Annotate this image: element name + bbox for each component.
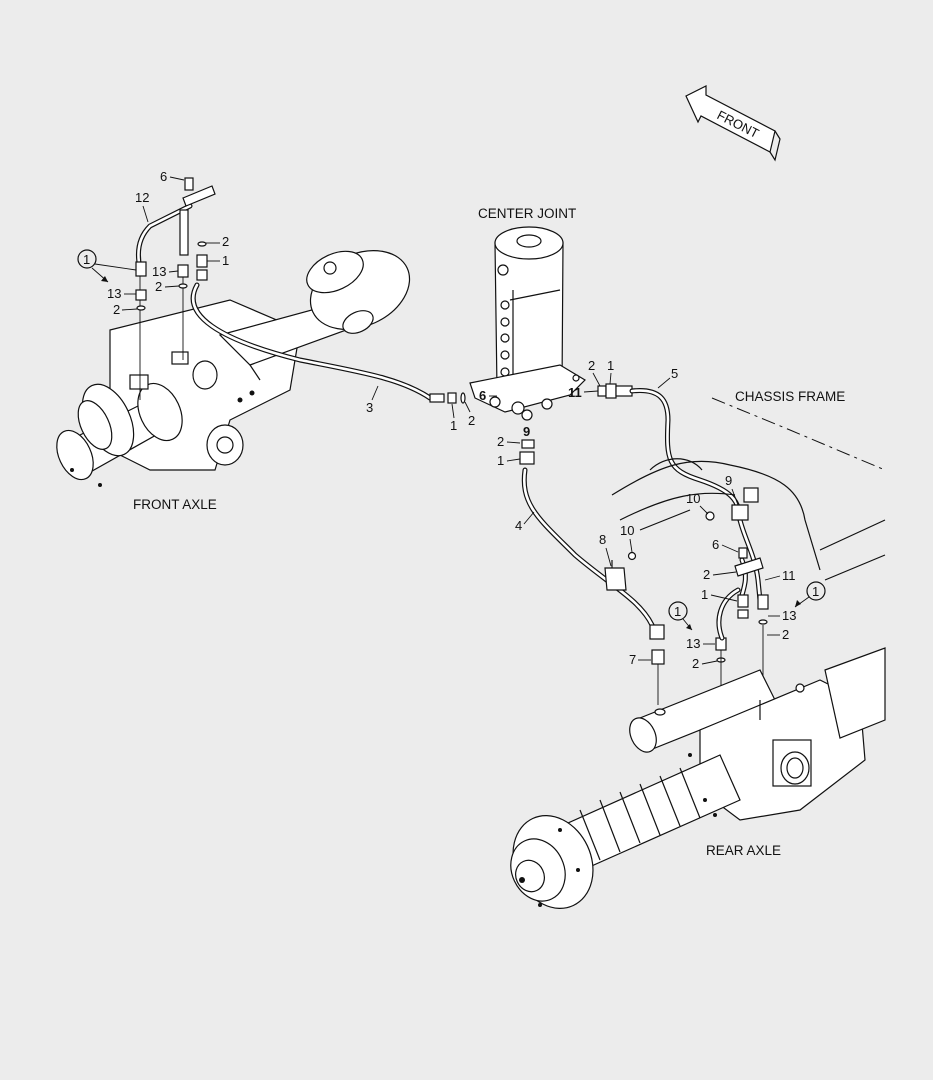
callout-6-rear: 6 bbox=[712, 537, 719, 552]
chassis-frame bbox=[611, 397, 886, 581]
callout-13-front-b: 13 bbox=[107, 286, 121, 301]
callout-2-rear-b: 2 bbox=[782, 627, 789, 642]
callout-13-rear-a: 13 bbox=[782, 608, 796, 623]
callout-10-rear-b: 10 bbox=[620, 523, 634, 538]
center-callouts: 6 9 2 1 11 2 1 5 4 bbox=[479, 358, 678, 533]
callout-1-center: 1 bbox=[497, 453, 504, 468]
callout-4: 4 bbox=[515, 518, 522, 533]
callout-12-front: 12 bbox=[135, 190, 149, 205]
callout-circle-1-front-label: 1 bbox=[83, 252, 90, 267]
callout-1-rear-a: 1 bbox=[701, 587, 708, 602]
center-joint bbox=[469, 226, 586, 465]
callout-2-center: 2 bbox=[497, 434, 504, 449]
callout-6-front: 6 bbox=[160, 169, 167, 184]
callout-3-front: 3 bbox=[366, 400, 373, 415]
callout-circle-1-rear-a-label: 1 bbox=[812, 584, 819, 599]
callout-6-center: 6 bbox=[479, 388, 486, 403]
hose-3 bbox=[190, 282, 466, 404]
callout-circle-1-rear-b-label: 1 bbox=[674, 604, 681, 619]
callout-1-center-top: 1 bbox=[607, 358, 614, 373]
front-axle-assembly bbox=[56, 250, 411, 487]
front-direction-arrow: FRONT bbox=[685, 85, 781, 162]
front-fittings bbox=[135, 177, 216, 311]
callout-11-rear: 11 bbox=[782, 568, 796, 583]
callout-1-front-a: 1 bbox=[222, 253, 229, 268]
callout-9-center: 9 bbox=[523, 424, 530, 439]
callout-13-front-a: 13 bbox=[152, 264, 166, 279]
hose-4 bbox=[521, 467, 665, 705]
callout-2-rear-c: 2 bbox=[692, 656, 699, 671]
callout-8: 8 bbox=[599, 532, 606, 547]
rear-callouts: 10 9 10 8 6 2 11 1 1 13 2 1 13 2 7 bbox=[599, 473, 826, 671]
rear-axle-assembly bbox=[510, 647, 886, 909]
callout-2-rear-a: 2 bbox=[703, 567, 710, 582]
callout-7: 7 bbox=[629, 652, 636, 667]
hose-5 bbox=[597, 383, 763, 603]
callout-circle-1-rear-a bbox=[806, 581, 826, 601]
callout-10-rear-a: 10 bbox=[686, 491, 700, 506]
callout-9-rear: 9 bbox=[725, 473, 732, 488]
front-callouts: 6 12 2 1 1 13 13 2 2 3 1 2 bbox=[77, 169, 475, 433]
caption-front-axle: FRONT AXLE bbox=[133, 497, 217, 512]
callout-2-front-a: 2 bbox=[222, 234, 229, 249]
callout-2-center-top: 2 bbox=[588, 358, 595, 373]
callout-2-front-c: 2 bbox=[113, 302, 120, 317]
caption-center-joint: CENTER JOINT bbox=[478, 206, 576, 221]
callout-2-front-d: 2 bbox=[468, 413, 475, 428]
callout-circle-1-rear-b bbox=[668, 601, 688, 621]
caption-rear-axle: REAR AXLE bbox=[706, 843, 781, 858]
caption-chassis-frame: CHASSIS FRAME bbox=[735, 389, 845, 404]
callout-circle-1-front bbox=[77, 249, 97, 269]
callout-1-front-b: 1 bbox=[450, 418, 457, 433]
callout-2-front-b: 2 bbox=[155, 279, 162, 294]
callout-11-center: 11 bbox=[568, 385, 582, 400]
callout-5: 5 bbox=[671, 366, 678, 381]
callout-13-rear-b: 13 bbox=[686, 636, 700, 651]
